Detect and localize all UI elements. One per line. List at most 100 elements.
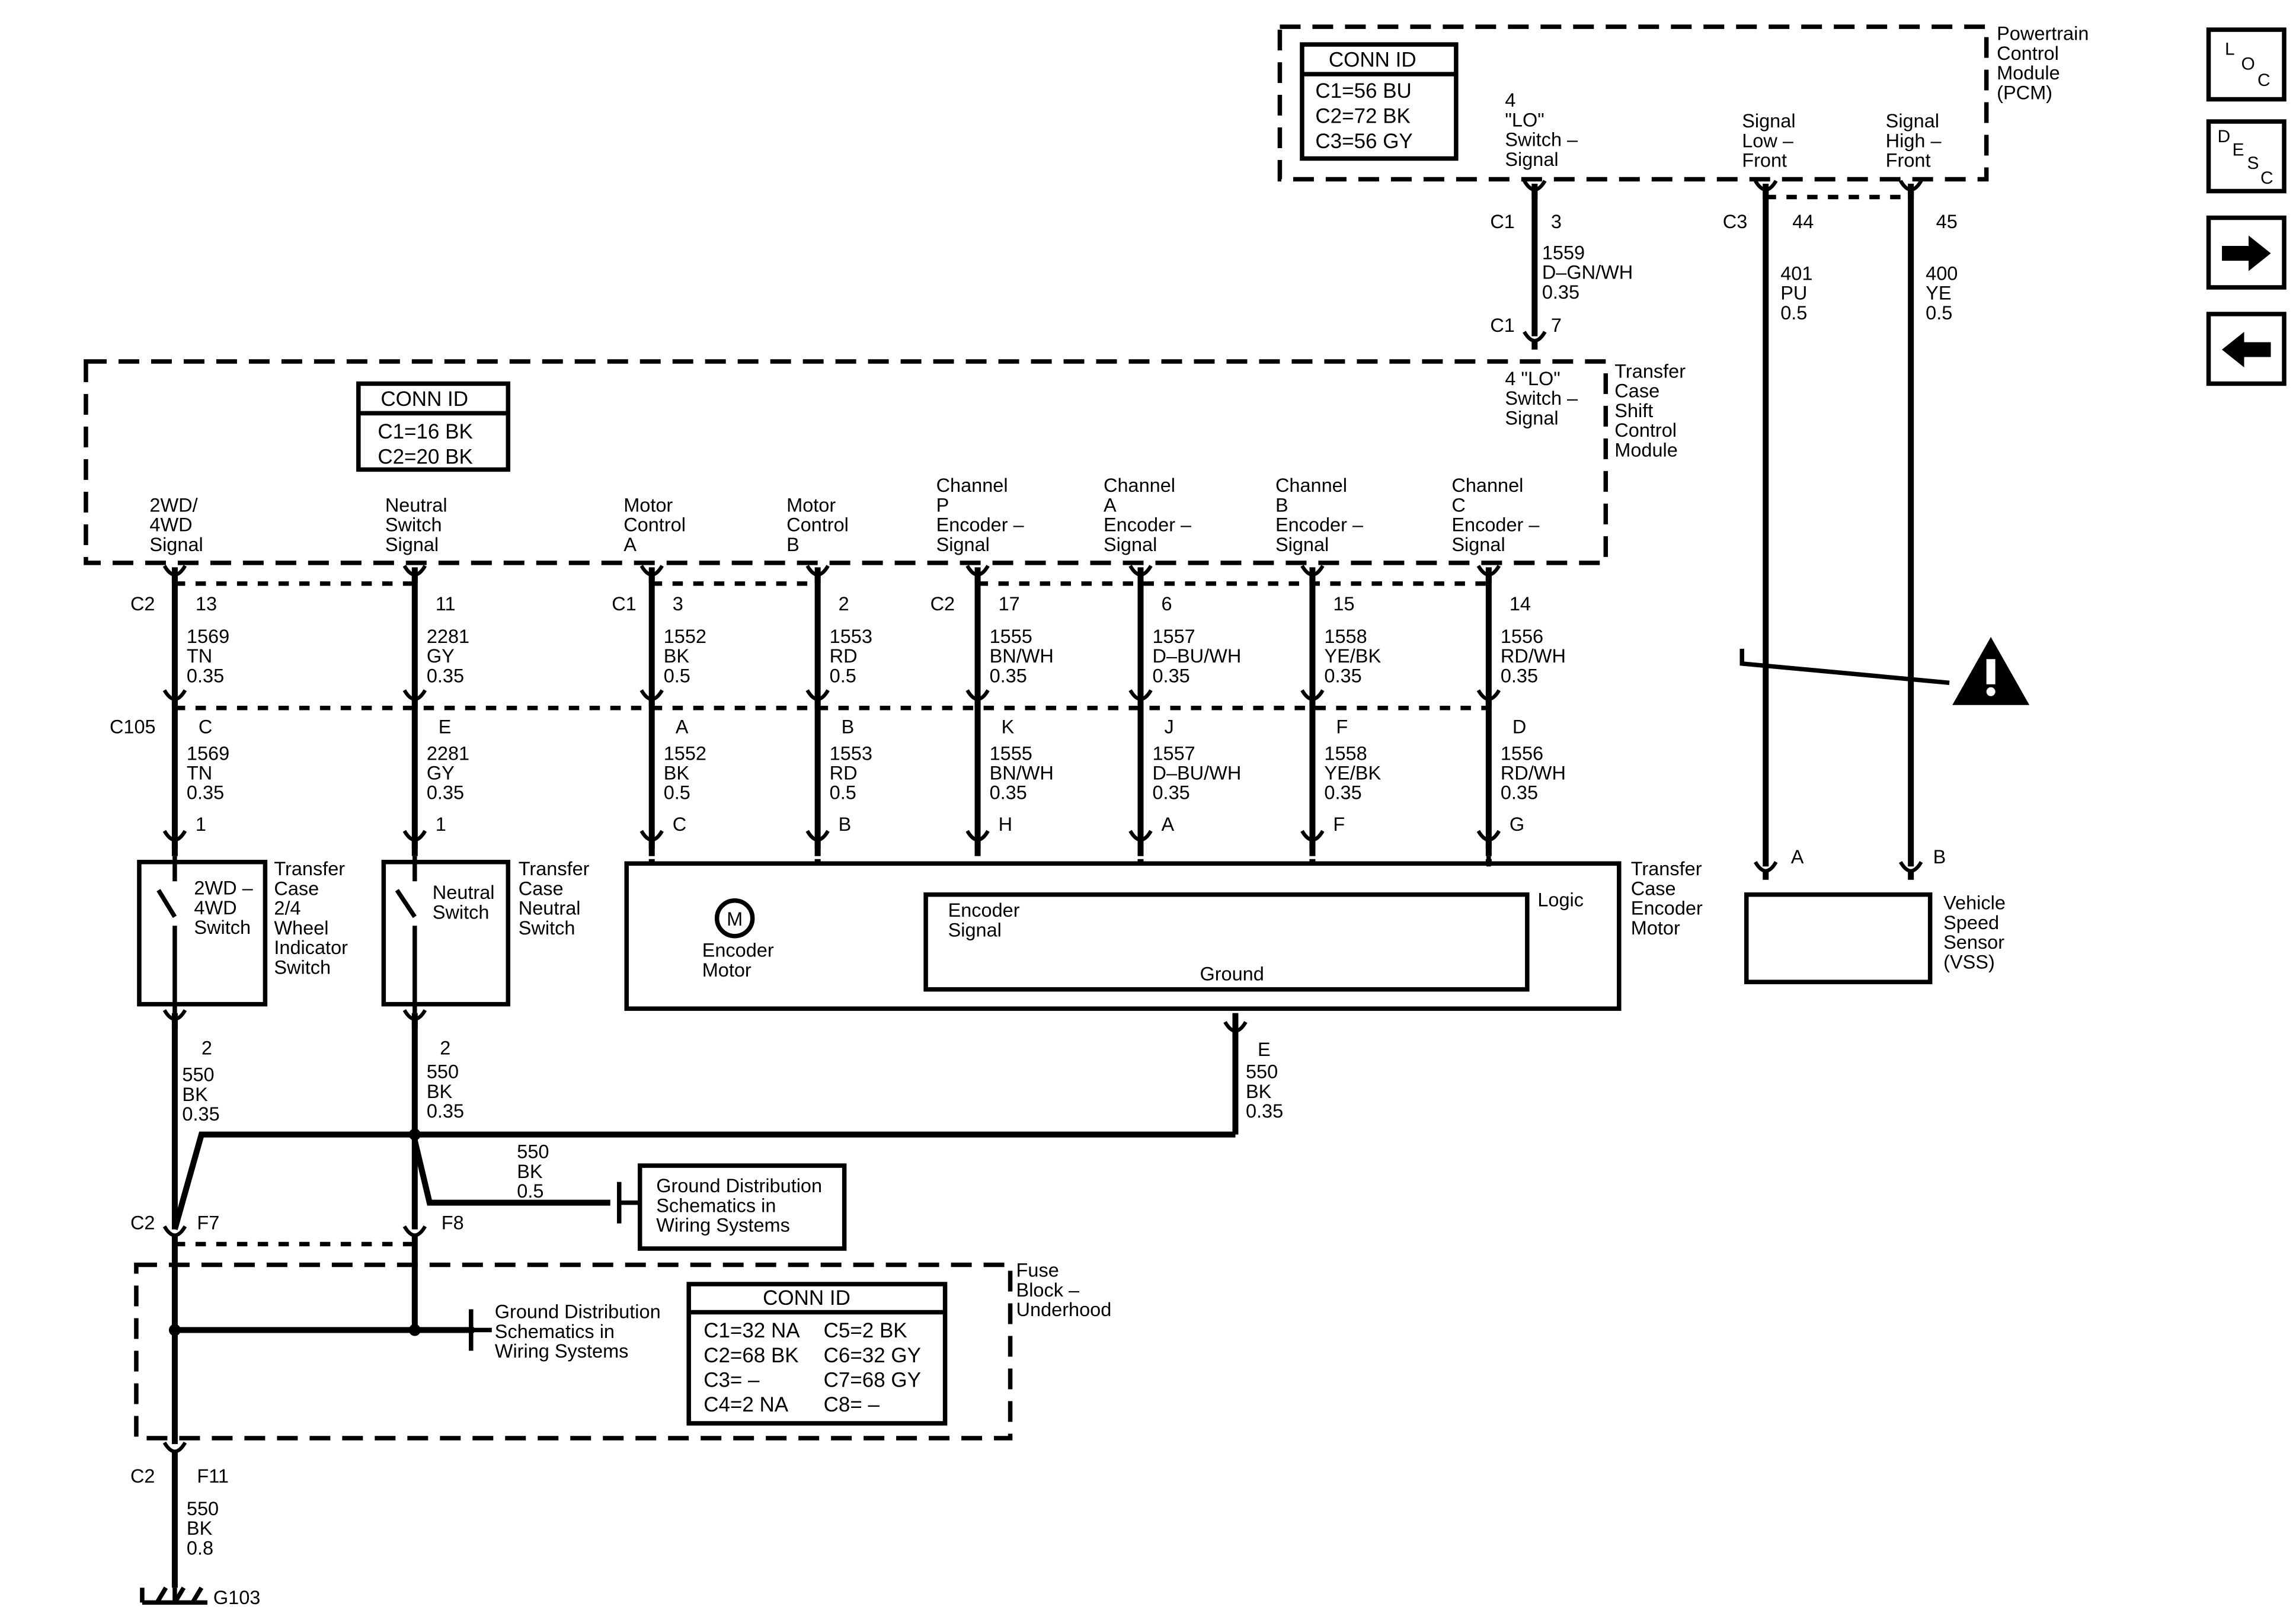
pin-number: 1 xyxy=(436,814,446,835)
tccm-pin-label: Channel xyxy=(936,475,1008,496)
c105-pin: A xyxy=(676,716,689,737)
pcm-pin-label: Front xyxy=(1742,150,1787,171)
fuse-block-name: Block – xyxy=(1016,1279,1080,1301)
tccm-pin-label: A xyxy=(1104,494,1117,516)
wire-label: 1553 xyxy=(830,626,872,647)
wire-label: 0.8 xyxy=(187,1537,213,1558)
c105-pin: F xyxy=(1336,716,1348,737)
fuse-block-name: Fuse xyxy=(1016,1260,1059,1281)
switch-name: Switch xyxy=(519,917,575,939)
wire-label: 550 xyxy=(517,1141,549,1163)
loc-letter: O xyxy=(2241,55,2255,74)
encoder-motor-name: Motor xyxy=(1631,917,1680,939)
fuse-conn-row: C3= – xyxy=(703,1368,760,1391)
vss-name: Sensor xyxy=(1943,932,2004,953)
fuse-conn-row: C2=68 BK xyxy=(703,1344,798,1367)
pcm-conn-row: C3=56 GY xyxy=(1315,130,1412,153)
pin-number: 2 xyxy=(202,1038,212,1059)
tccm-pin-label: Signal xyxy=(1104,534,1157,555)
vss-name: (VSS) xyxy=(1943,951,1995,972)
pcm-border xyxy=(1277,24,1989,182)
pin-number: B xyxy=(839,814,852,835)
conn-name: C1 xyxy=(1490,211,1515,232)
wire-label: BK xyxy=(1246,1081,1272,1102)
ground-dist-label[interactable]: Schematics in xyxy=(495,1321,615,1342)
tccm-pin-label: A xyxy=(623,534,637,555)
pcm-pin-label: "LO" xyxy=(1505,109,1544,130)
pcm-pin-label: Switch – xyxy=(1505,129,1578,151)
wire-label: BN/WH xyxy=(990,645,1054,667)
pcm-pin-label: Signal xyxy=(1742,110,1795,132)
tccm-conn-row: C2=20 BK xyxy=(378,445,472,468)
tccm-pin-label: 2WD/ xyxy=(149,494,198,516)
wire-label: RD/WH xyxy=(1501,763,1566,784)
fuse-conn-row: C6=32 GY xyxy=(824,1344,921,1367)
prev-button[interactable] xyxy=(2206,312,2287,386)
vss-box xyxy=(1744,892,1933,984)
wire-label: 0.35 xyxy=(427,665,464,686)
wire-label: 550 xyxy=(182,1064,214,1086)
pin-number: 17 xyxy=(999,593,1020,614)
tccm-name: Transfer xyxy=(1614,360,1686,382)
ground-point-label: G103 xyxy=(213,1587,260,1608)
wire-label: 0.5 xyxy=(1926,302,1952,324)
warning-icon xyxy=(1952,636,2030,705)
wire-label: 0.5 xyxy=(830,782,856,804)
ground-dist-label[interactable]: Ground Distribution xyxy=(495,1301,661,1323)
pin-number: H xyxy=(999,814,1012,835)
wire-label: 550 xyxy=(187,1498,219,1519)
tccm-name: Shift xyxy=(1614,400,1653,421)
wire-label: D–BU/WH xyxy=(1152,763,1241,784)
tccm-conn-row: C1=16 BK xyxy=(378,420,472,443)
ground-dist-label[interactable]: Wiring Systems xyxy=(656,1215,790,1236)
wire-label: RD xyxy=(830,645,858,667)
ground-dist-label[interactable]: Ground Distribution xyxy=(656,1175,822,1196)
vss-name: Speed xyxy=(1943,912,1999,933)
pcm-conn-title: CONN ID xyxy=(1329,49,1416,72)
wire-label: 0.35 xyxy=(1152,665,1189,686)
logic-label: Logic xyxy=(1537,889,1584,911)
switch-24-box xyxy=(137,859,268,1007)
pin-number: G xyxy=(1510,814,1524,835)
pin-number: 3 xyxy=(1551,211,1562,232)
fuse-conn-id-box xyxy=(686,1282,948,1426)
desc-button[interactable] xyxy=(2206,119,2287,194)
nav-buttons[interactable] xyxy=(2206,27,2287,386)
wire-label: BK xyxy=(664,763,690,784)
c105-pin: K xyxy=(1002,716,1015,737)
motor-label: Encoder xyxy=(702,940,774,961)
switch-name: Neutral xyxy=(519,898,581,919)
wire-label: 0.5 xyxy=(830,665,856,686)
switch-contacts xyxy=(140,648,1950,1605)
wire-label: 0.35 xyxy=(427,1100,464,1122)
wire-label: 1553 xyxy=(830,742,872,764)
loc-button[interactable] xyxy=(2206,27,2287,102)
desc-letter: C xyxy=(2260,168,2273,188)
wire-label: 2281 xyxy=(427,626,469,647)
switch-inner-label: 4WD xyxy=(194,897,236,918)
tccm-pin-label: 4WD xyxy=(149,514,192,536)
conn-name: C2 xyxy=(130,593,155,614)
wire-label: 1569 xyxy=(187,742,229,764)
wire-label: GY xyxy=(427,645,455,667)
tccm-pin-label: B xyxy=(1275,494,1288,516)
wire-label: 0.5 xyxy=(664,782,690,804)
wire-label: BK xyxy=(187,1518,213,1539)
wire-label: 1569 xyxy=(187,626,229,647)
pin-number: 13 xyxy=(196,593,217,614)
fuse-conn-row: C7=68 GY xyxy=(824,1368,921,1391)
wire-label: BK xyxy=(664,645,690,667)
pin-number: 1 xyxy=(196,814,206,835)
pin-label: Signal xyxy=(1505,407,1558,428)
ground-dist-label[interactable]: Wiring Systems xyxy=(495,1340,629,1362)
tccm-name: Case xyxy=(1614,380,1659,402)
c105-pin: B xyxy=(842,716,855,737)
switch-name: Transfer xyxy=(519,858,590,879)
wire-label: 0.35 xyxy=(187,782,224,804)
conn-name: C3 xyxy=(1723,211,1748,232)
ground-dist-label[interactable]: Schematics in xyxy=(656,1195,776,1216)
pcm-conn-row: C1=56 BU xyxy=(1315,79,1411,103)
wire-label: TN xyxy=(187,763,212,784)
c105-pin: C xyxy=(199,716,212,737)
